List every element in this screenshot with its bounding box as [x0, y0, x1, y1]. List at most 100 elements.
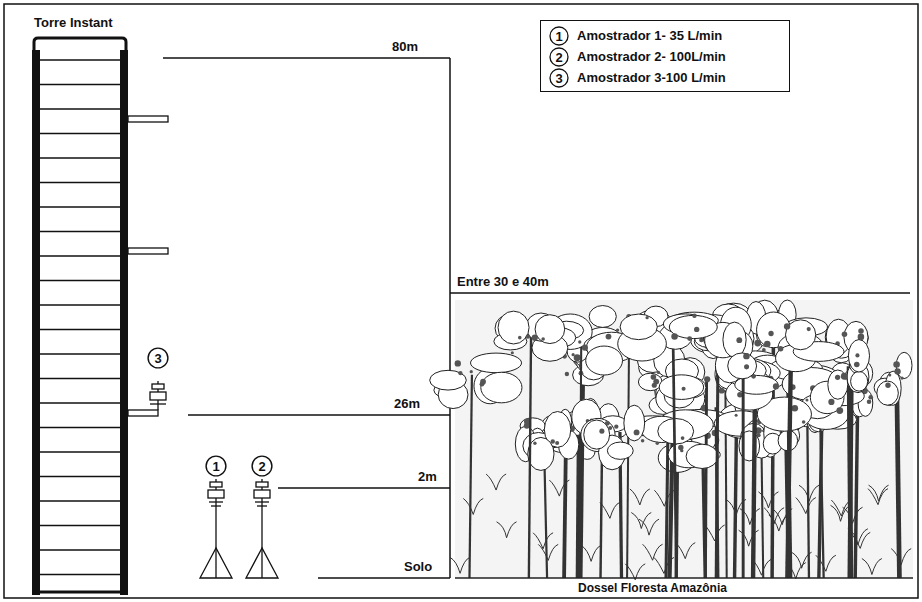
- tree-trunk: [787, 338, 791, 578]
- tree-canopy: [624, 405, 645, 441]
- tree-canopy: [620, 314, 657, 340]
- undergrowth: [463, 498, 483, 514]
- leaf-texture: [858, 328, 864, 334]
- undergrowth: [850, 532, 870, 548]
- leaf-texture: [470, 370, 473, 373]
- tower-rung: [40, 304, 120, 306]
- legend-text: Amostrador 2- 100L/min: [577, 49, 726, 64]
- leaf-texture: [778, 346, 783, 351]
- forest-illustration: [430, 300, 913, 580]
- tree-canopy: [848, 340, 869, 372]
- leaf-texture: [888, 373, 891, 376]
- height-label: Entre 30 e 40m: [457, 275, 549, 289]
- sampler-2: [246, 479, 278, 578]
- tree-canopy: [659, 375, 703, 400]
- callout-circle: 1: [549, 26, 569, 46]
- leaf-texture: [744, 364, 749, 369]
- leaf-texture: [524, 423, 530, 429]
- tree-canopy: [471, 353, 522, 373]
- tree-trunk: [580, 339, 582, 578]
- undergrowth: [654, 557, 674, 573]
- undergrowth: [630, 489, 650, 505]
- tree-canopy: [723, 322, 746, 357]
- leaf-texture: [511, 351, 514, 354]
- leaf-texture: [841, 373, 848, 380]
- tower-rung: [40, 329, 120, 331]
- undergrowth: [675, 543, 695, 559]
- leaf-texture: [599, 429, 604, 434]
- leaf-texture: [572, 353, 575, 356]
- leaf-texture: [893, 361, 900, 368]
- tree-trunk: [705, 379, 706, 578]
- undergrowth: [891, 549, 911, 565]
- height-label: 2m: [418, 470, 437, 484]
- leaf-texture: [671, 333, 677, 339]
- callout-circle: 3: [147, 347, 169, 369]
- leaf-texture: [578, 340, 581, 343]
- tree-canopy: [535, 315, 565, 344]
- legend-box: Amostrador 1- 35 L/minAmostrador 2- 100L…: [540, 20, 790, 92]
- tower-rung: [40, 182, 120, 184]
- leaf-texture: [616, 328, 619, 331]
- tower-rung: [40, 353, 120, 355]
- callout-circle: 1: [205, 455, 227, 477]
- leaf-texture: [868, 395, 873, 400]
- leaf-texture: [458, 371, 462, 375]
- undergrowth: [831, 505, 851, 521]
- height-label: 26m: [394, 397, 420, 411]
- undergrowth: [799, 485, 819, 501]
- callout-number: 2: [258, 459, 265, 474]
- tree-trunk: [742, 350, 745, 578]
- leaf-texture: [533, 442, 536, 445]
- callout-number: 3: [555, 71, 562, 86]
- leaf-texture: [565, 372, 569, 376]
- leaf-texture: [900, 376, 903, 379]
- leaf-texture: [754, 340, 761, 347]
- frame: [4, 4, 918, 598]
- leaf-texture: [802, 420, 806, 424]
- tower-rung: [40, 231, 120, 233]
- undergrowth: [549, 480, 569, 496]
- tree-canopy: [498, 311, 529, 344]
- tower-rung: [40, 84, 120, 86]
- leaf-texture: [480, 379, 486, 385]
- tower: [32, 38, 168, 595]
- tower-rung: [40, 549, 120, 551]
- tree-canopy: [851, 371, 868, 391]
- leaf-texture: [743, 353, 749, 359]
- leaf-texture: [555, 441, 559, 445]
- tower-rung: [40, 108, 120, 110]
- leaf-texture: [532, 335, 538, 341]
- tower-rung: [40, 206, 120, 208]
- leaf-texture: [645, 316, 648, 319]
- leaf-texture: [836, 407, 843, 414]
- callout-number: 1: [212, 459, 219, 474]
- leaf-texture: [768, 331, 773, 336]
- tree-canopy: [586, 346, 623, 375]
- tower-rung: [40, 500, 120, 502]
- undergrowth: [533, 533, 553, 549]
- tree-canopy: [877, 381, 899, 405]
- undergrowth: [450, 557, 470, 573]
- tower-rung: [40, 280, 120, 282]
- leaf-texture: [608, 426, 612, 430]
- leaf-texture: [656, 442, 659, 445]
- leaf-texture: [455, 360, 461, 366]
- leaf-texture: [704, 376, 710, 382]
- undergrowth: [868, 489, 888, 505]
- leaf-texture: [764, 341, 770, 347]
- height-label: Solo: [404, 560, 432, 574]
- leaf-texture: [687, 336, 692, 341]
- leaf-texture: [735, 414, 738, 417]
- callout-circle: 2: [251, 455, 273, 477]
- tree-canopy: [607, 442, 633, 459]
- tree-trunk: [820, 406, 824, 578]
- undergrowth: [705, 525, 725, 541]
- callout-number: 3: [154, 351, 161, 366]
- leaf-texture: [694, 327, 699, 332]
- leaf-texture: [518, 336, 522, 340]
- undergrowth: [497, 522, 517, 538]
- tree-canopy: [584, 420, 610, 449]
- undergrowth: [739, 530, 759, 546]
